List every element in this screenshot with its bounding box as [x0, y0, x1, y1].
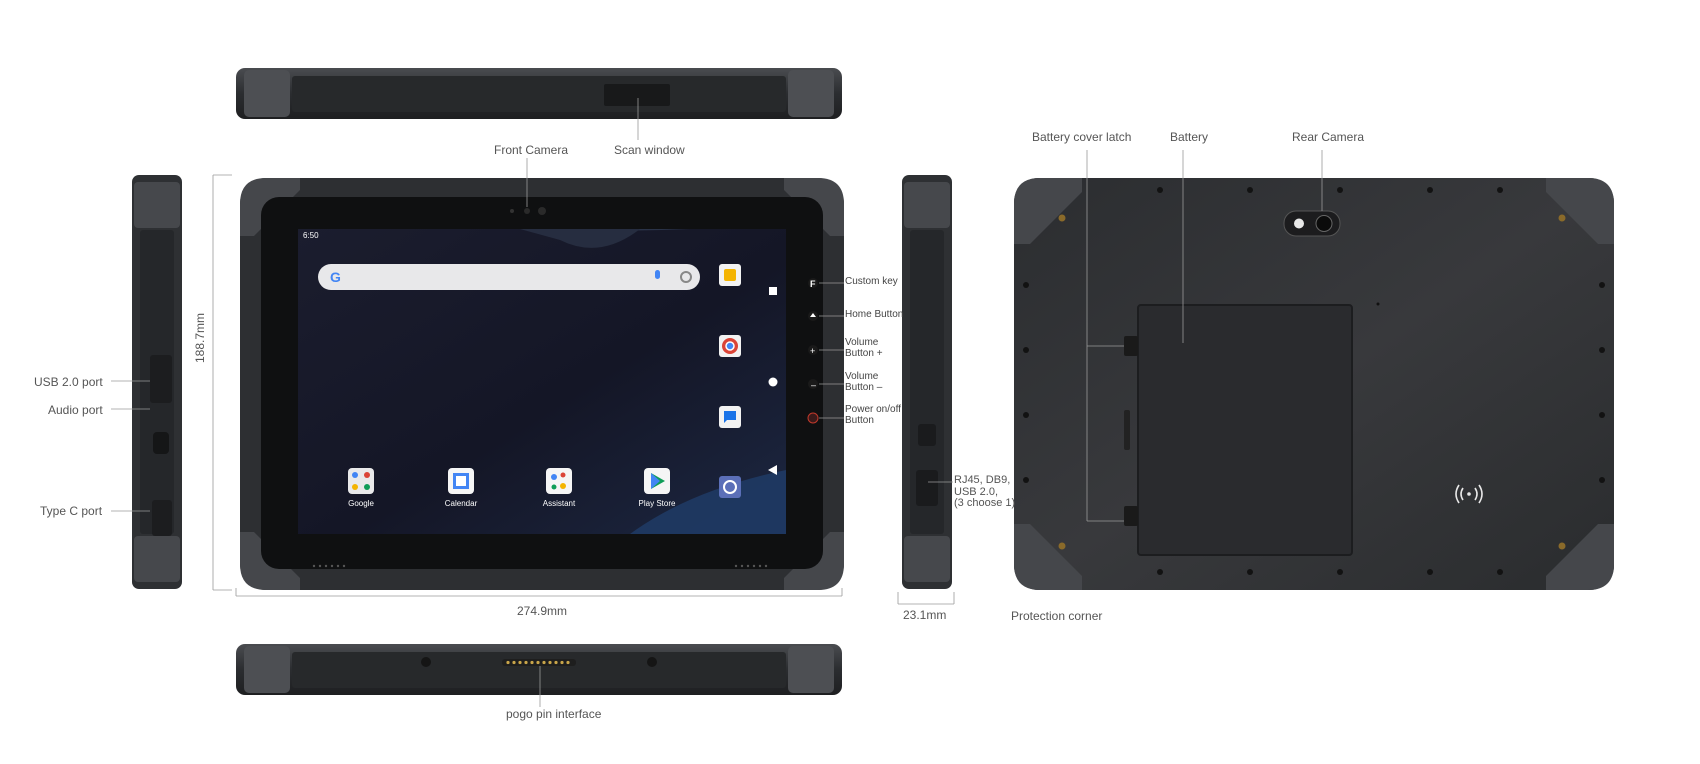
- status-time: 6:50: [303, 231, 319, 240]
- lens-icon[interactable]: [680, 271, 692, 283]
- app-label-play-store[interactable]: Play Store: [638, 499, 676, 508]
- top-edge-view: [236, 68, 842, 119]
- depth-dimension: 23.1mm: [903, 608, 947, 622]
- rj45-port-cover: [916, 470, 938, 506]
- volume-up-label: Volume Button +: [845, 337, 883, 359]
- battery-latch-top[interactable]: [1124, 336, 1138, 356]
- scan-window: [604, 84, 670, 106]
- home-icon[interactable]: [768, 377, 778, 387]
- back-icon[interactable]: [768, 465, 777, 475]
- app-label-calendar[interactable]: Calendar: [444, 499, 478, 508]
- front-camera: [538, 207, 546, 215]
- battery-latch-bottom[interactable]: [1124, 506, 1138, 526]
- app-label-assistant[interactable]: Assistant: [542, 499, 576, 508]
- audio-port-label: Audio port: [48, 403, 103, 417]
- battery-cover-latch-label: Battery cover latch: [1032, 130, 1132, 144]
- front-view: G: [240, 178, 844, 590]
- app-label-google[interactable]: Google: [348, 499, 374, 508]
- volume-down-button[interactable]: [808, 379, 818, 389]
- type-c-port-label: Type C port: [40, 504, 103, 518]
- volume-up-button[interactable]: [808, 345, 818, 355]
- pogo-pin-label: pogo pin interface: [506, 707, 602, 721]
- rj45-label: RJ45, DB9, USB 2.0, (3 choose 1): [954, 474, 1016, 510]
- height-dimension: 188.7mm: [193, 312, 207, 363]
- bottom-edge-view: [236, 644, 842, 695]
- leader-lines: [111, 98, 1323, 707]
- home-button-label: Home Button: [845, 309, 904, 320]
- svg-text:F: F: [810, 279, 816, 289]
- google-folder-icon[interactable]: [348, 468, 374, 494]
- left-side-view: [132, 175, 182, 589]
- custom-key-button[interactable]: [808, 278, 818, 288]
- mic-icon[interactable]: [655, 270, 660, 279]
- google-g-icon: G: [330, 269, 341, 285]
- custom-key-label: Custom key: [845, 276, 898, 287]
- recents-icon[interactable]: [769, 287, 777, 295]
- width-dimension: 274.9mm: [517, 604, 568, 618]
- settings-icon[interactable]: [719, 476, 741, 498]
- back-view: [1014, 178, 1614, 590]
- rear-camera-label: Rear Camera: [1292, 130, 1365, 144]
- svg-text:–: –: [811, 380, 816, 390]
- usb-port-label: USB 2.0 port: [34, 375, 103, 389]
- volume-down-label: Volume Button –: [845, 371, 883, 393]
- protection-corner-label: Protection corner: [1011, 609, 1103, 623]
- battery-label: Battery: [1170, 130, 1209, 144]
- protection-corner: [1014, 178, 1082, 244]
- usb-port-cover: [150, 355, 172, 403]
- right-side-view: [902, 175, 952, 589]
- front-camera-label: Front Camera: [494, 143, 569, 157]
- scan-window-label: Scan window: [614, 143, 685, 157]
- assistant-icon[interactable]: [546, 468, 572, 494]
- power-button[interactable]: [807, 412, 819, 424]
- battery: [1137, 304, 1353, 556]
- nfc-icon: [1455, 484, 1483, 504]
- power-button-label: Power on/off Button: [845, 404, 901, 426]
- search-bar[interactable]: [318, 264, 700, 290]
- svg-text:+: +: [810, 346, 815, 356]
